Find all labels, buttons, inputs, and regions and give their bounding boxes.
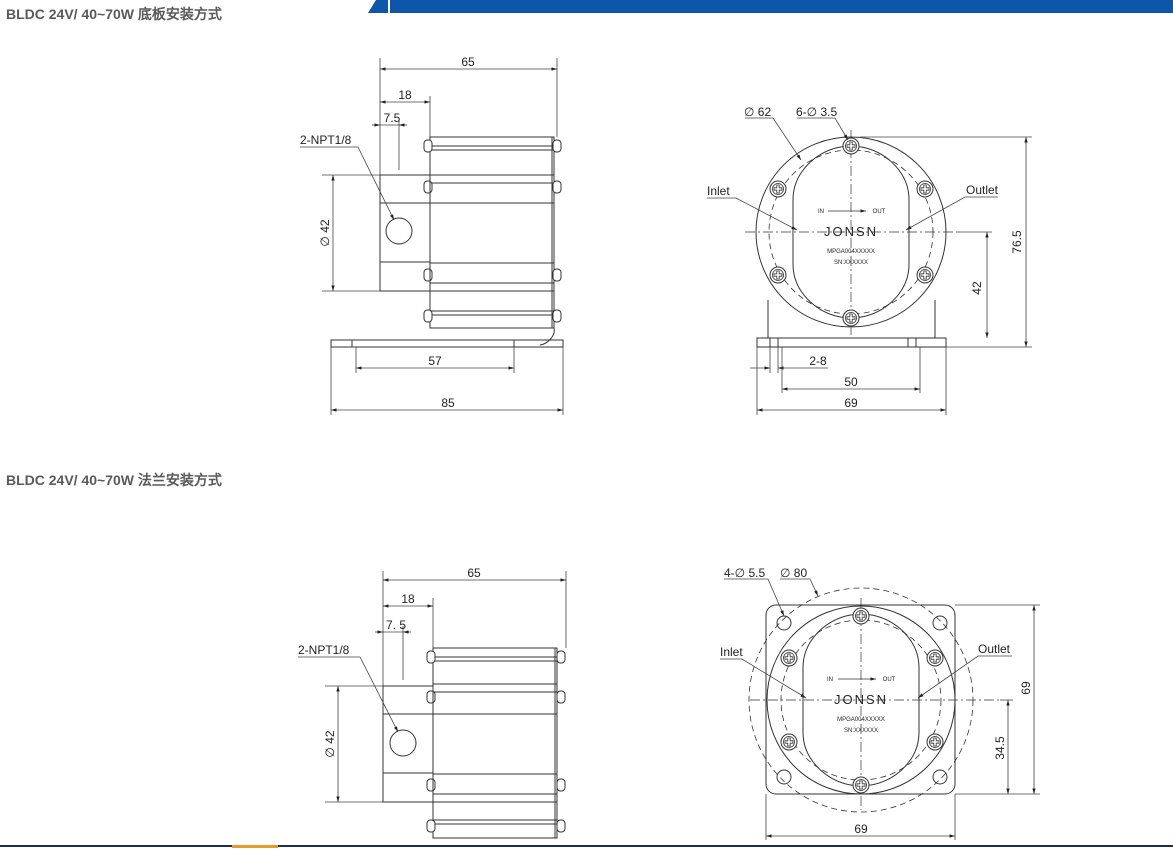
- flange-front-label-marks: IN OUT JONSN MPGA004XXXXX SN:XXXXXX: [827, 677, 896, 734]
- dim-34-5: 34.5: [993, 736, 1007, 760]
- label-sn-flange: SN:XXXXXX: [844, 728, 878, 734]
- dim-65: 65: [461, 55, 475, 69]
- flange-side-dims: [298, 571, 567, 803]
- port-label: 2-NPT1/8: [300, 133, 352, 147]
- dim-57: 57: [428, 354, 442, 368]
- footer-divider: [0, 845, 1173, 847]
- dim-69-horizontal: 69: [854, 822, 868, 836]
- dim-85: 85: [441, 396, 455, 410]
- dim-6-holes: 6-∅ 3.5: [796, 105, 837, 119]
- flange-side-dim-labels: 65 18 7. 5 2-NPT1/8 ∅ 42: [298, 566, 481, 758]
- port-circle-flange: [389, 729, 417, 757]
- dim-2-8: 2-8: [809, 354, 827, 368]
- label-sn: SN:XXXXXX: [834, 260, 868, 266]
- label-model-flange: MPGA004XXXXX: [837, 717, 885, 723]
- flange-side-view: [382, 647, 566, 839]
- outlet-label-flange: Outlet: [978, 642, 1011, 656]
- inlet-block: [379, 174, 431, 292]
- base-front-label-marks: IN OUT JONSN MPGA004XXXXX SN:XXXXXX: [818, 209, 886, 266]
- label-model: MPGA004XXXXX: [827, 249, 875, 255]
- bracket-base: [756, 337, 947, 348]
- port-circle: [385, 217, 413, 245]
- dim-7-5-flange: 7. 5: [386, 618, 406, 632]
- dim-dia-42-flange: ∅ 42: [323, 730, 337, 757]
- label-in-flange: IN: [827, 677, 833, 683]
- dim-dia-62: ∅ 62: [744, 105, 771, 119]
- flange-mount-title: BLDC 24V/ 40~70W 法兰安装方式: [6, 472, 222, 488]
- dim-4-holes: 4-∅ 5.5: [724, 566, 765, 580]
- brand-logo-flange: JONSN: [834, 692, 888, 707]
- inlet-block-flange: [382, 685, 434, 803]
- pump-body-flange: [432, 647, 558, 839]
- inlet-label: Inlet: [707, 184, 730, 198]
- corner-hole: [932, 769, 948, 785]
- dim-dia-80: ∅ 80: [780, 566, 807, 580]
- flange-front-dim-labels: 4-∅ 5.5 ∅ 80 Inlet Outlet 69 34.5 69: [720, 566, 1033, 836]
- dim-dia-42: ∅ 42: [318, 219, 332, 246]
- dim-65-flange: 65: [467, 566, 481, 580]
- dim-18-flange: 18: [401, 592, 415, 606]
- base-side-view: [330, 136, 564, 348]
- base-mount-title: BLDC 24V/ 40~70W 底板安装方式: [6, 6, 222, 22]
- dim-69-vertical: 69: [1019, 681, 1033, 695]
- dim-18: 18: [398, 88, 412, 102]
- label-plate-flange: [802, 613, 920, 787]
- label-out-flange: OUT: [883, 677, 896, 683]
- dim-7-5: 7.5: [384, 111, 401, 125]
- base-front-view: [745, 130, 957, 348]
- label-in: IN: [818, 209, 824, 215]
- flange-front-dims: [720, 578, 1040, 840]
- corner-hole: [932, 615, 948, 631]
- dim-42: 42: [970, 281, 984, 295]
- base-front-dims: [707, 117, 1032, 415]
- dim-50: 50: [844, 375, 858, 389]
- base-front-dim-labels: ∅ 62 6-∅ 3.5 Inlet Outlet 76.5 42 2-8 50…: [707, 105, 1024, 410]
- base-plate: [330, 339, 564, 348]
- footer-accent: [232, 845, 278, 848]
- label-out: OUT: [873, 209, 886, 215]
- label-plate: [792, 145, 910, 319]
- dim-76-5: 76.5: [1010, 230, 1024, 254]
- pump-body: [429, 136, 555, 329]
- header-accent-bar: [368, 0, 1173, 13]
- brand-logo: JONSN: [824, 224, 878, 239]
- port-label-flange: 2-NPT1/8: [298, 643, 350, 657]
- base-side-dims: [300, 58, 564, 415]
- inlet-label-flange: Inlet: [720, 645, 743, 659]
- dim-69: 69: [844, 396, 858, 410]
- outlet-label: Outlet: [966, 183, 999, 197]
- base-side-dim-labels: 65 18 7.5 2-NPT1/8 ∅ 42 57 85: [300, 55, 475, 410]
- corner-hole: [776, 769, 792, 785]
